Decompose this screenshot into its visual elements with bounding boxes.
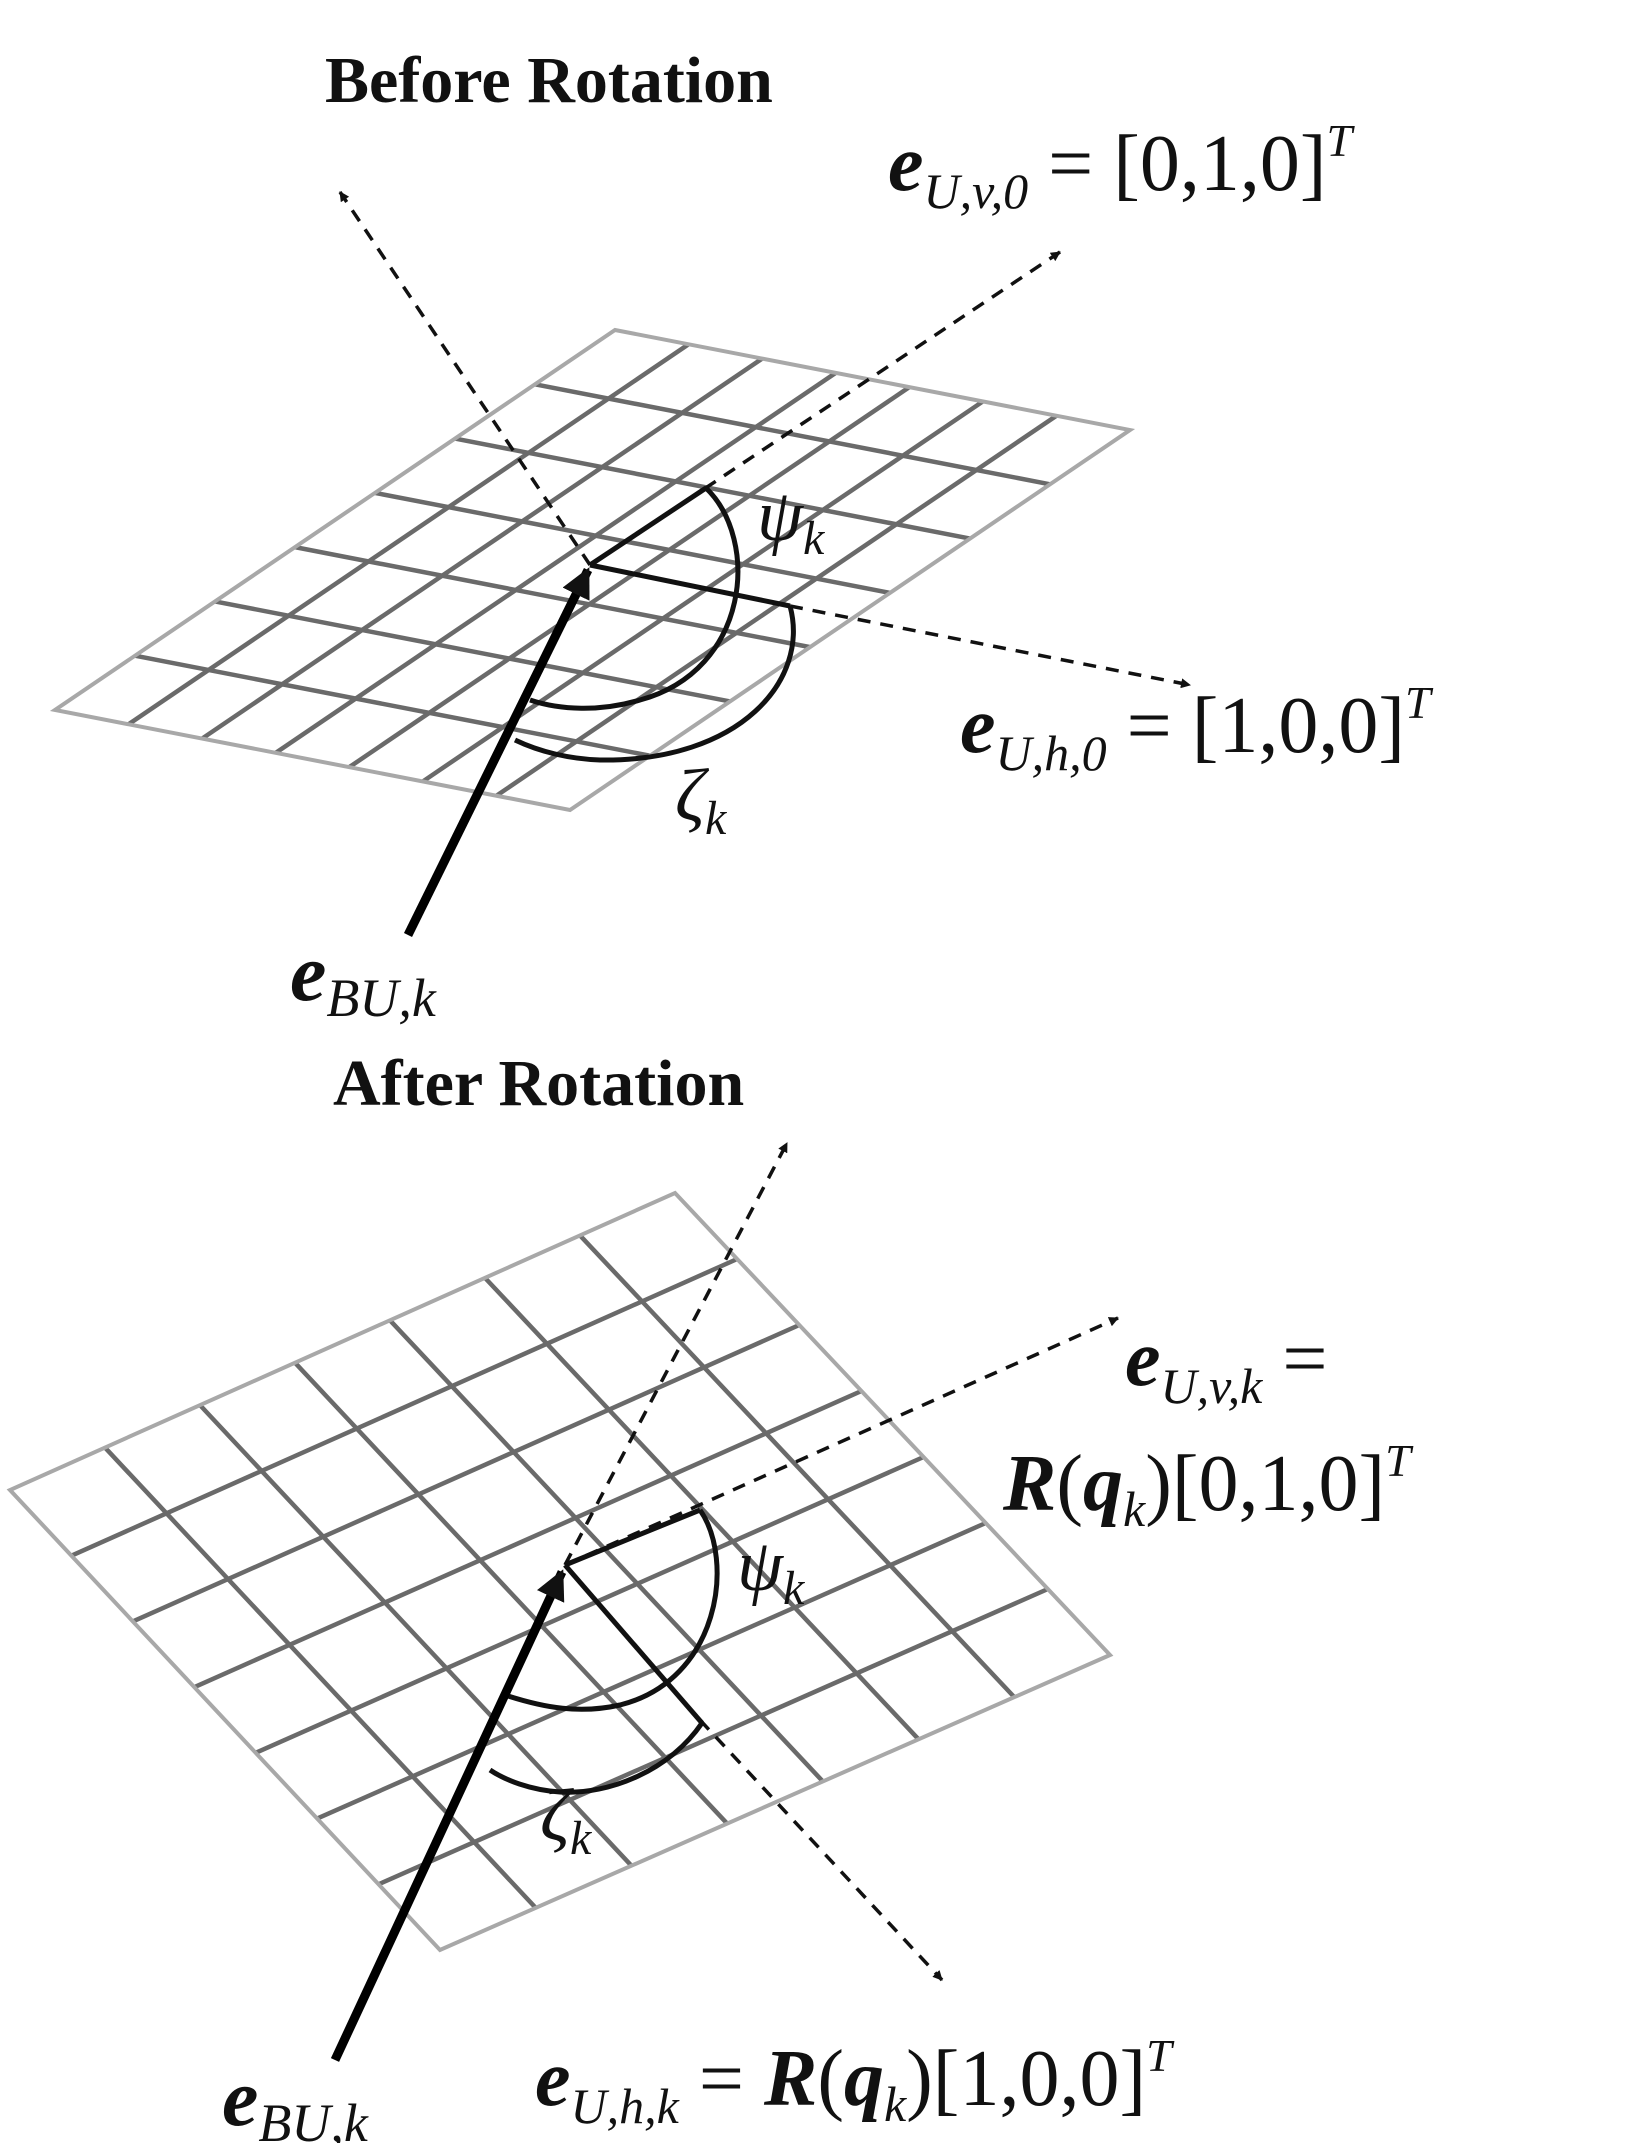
bottom-ebu-label: eBU,k [222, 2052, 369, 2143]
bottom-grid-line [578, 1233, 1016, 1699]
top-zeta-radial-line [589, 562, 791, 609]
bottom-normal-axis-arrow [563, 1142, 789, 1566]
bottom-grid-line [198, 1403, 634, 1868]
top-zeta-label: ζk [675, 755, 728, 845]
top-grid-line [274, 370, 837, 755]
bottom-ev-label-line2: R(qk)[0,1,0]T [1002, 1435, 1414, 1537]
top-ebu-arrow [403, 567, 593, 937]
top-grid-line [200, 356, 764, 741]
bottom-psi-radial-line [564, 1507, 701, 1568]
bottom-grid-line [316, 1520, 987, 1821]
bottom-zeta-arc [488, 1721, 705, 1795]
top-grid [49, 327, 1136, 813]
after-rotation-heading: After Rotation [333, 1047, 744, 1120]
bottom-grid-lines [70, 1233, 1049, 1910]
bottom-ev-axis-arrow [564, 1316, 1119, 1567]
top-psi-label: ψk [757, 475, 826, 565]
bottom-zeta-radial-line [563, 1563, 704, 1725]
top-grid-line [214, 599, 731, 704]
bottom-grid-line [377, 1586, 1049, 1887]
before-rotation-panel: Before Rotation eU,v,0 = [0,1,0]T eU,h,0… [49, 44, 1434, 1028]
top-psi-radial-line [588, 485, 708, 568]
top-grid-line [534, 382, 1051, 487]
top-ev-label: eU,v,0 = [0,1,0]T [888, 115, 1356, 219]
bottom-grid-line [131, 1322, 801, 1624]
bottom-grid-line [388, 1318, 825, 1783]
bottom-grid-line [70, 1256, 739, 1558]
top-normal-axis-arrow [338, 191, 592, 566]
bottom-eh-label: eU,h,k = R(qk)[1,0,0]T [535, 2030, 1175, 2134]
bottom-grid [6, 1190, 1114, 1953]
top-grid-line [127, 342, 690, 727]
bottom-ebu-arrow [330, 1569, 567, 2062]
bottom-eh-axis-arrow [698, 1718, 944, 1982]
top-grid-line [134, 653, 651, 758]
bottom-grid-line [103, 1446, 538, 1910]
top-psi-arc [529, 486, 741, 711]
bottom-grid-line [293, 1361, 729, 1826]
bottom-grid-line [254, 1454, 925, 1755]
top-zeta-arc [513, 605, 796, 763]
bottom-grid-outline [6, 1190, 1114, 1953]
top-grid-lines [127, 342, 1058, 798]
top-grid-outline [49, 327, 1136, 813]
bottom-psi-label: ψk [737, 1525, 806, 1615]
before-rotation-heading: Before Rotation [325, 44, 773, 117]
bottom-grid-line [483, 1276, 921, 1741]
top-ebu-label: eBU,k [290, 927, 437, 1028]
bottom-ev-label: eU,v,k = [1125, 1315, 1327, 1414]
top-eh-label: eU,h,0 = [1,0,0]T [960, 677, 1434, 781]
bottom-psi-arc [504, 1508, 720, 1712]
after-rotation-panel: After Rotation eU,v,k = R(qk)[0,1,0]T eU… [6, 1047, 1414, 2143]
top-grid-line [348, 385, 911, 770]
bottom-grid-line [193, 1388, 863, 1690]
bottom-zeta-label: ζk [540, 1775, 593, 1865]
top-grid-line [454, 436, 971, 541]
top-grid-line [374, 490, 891, 596]
